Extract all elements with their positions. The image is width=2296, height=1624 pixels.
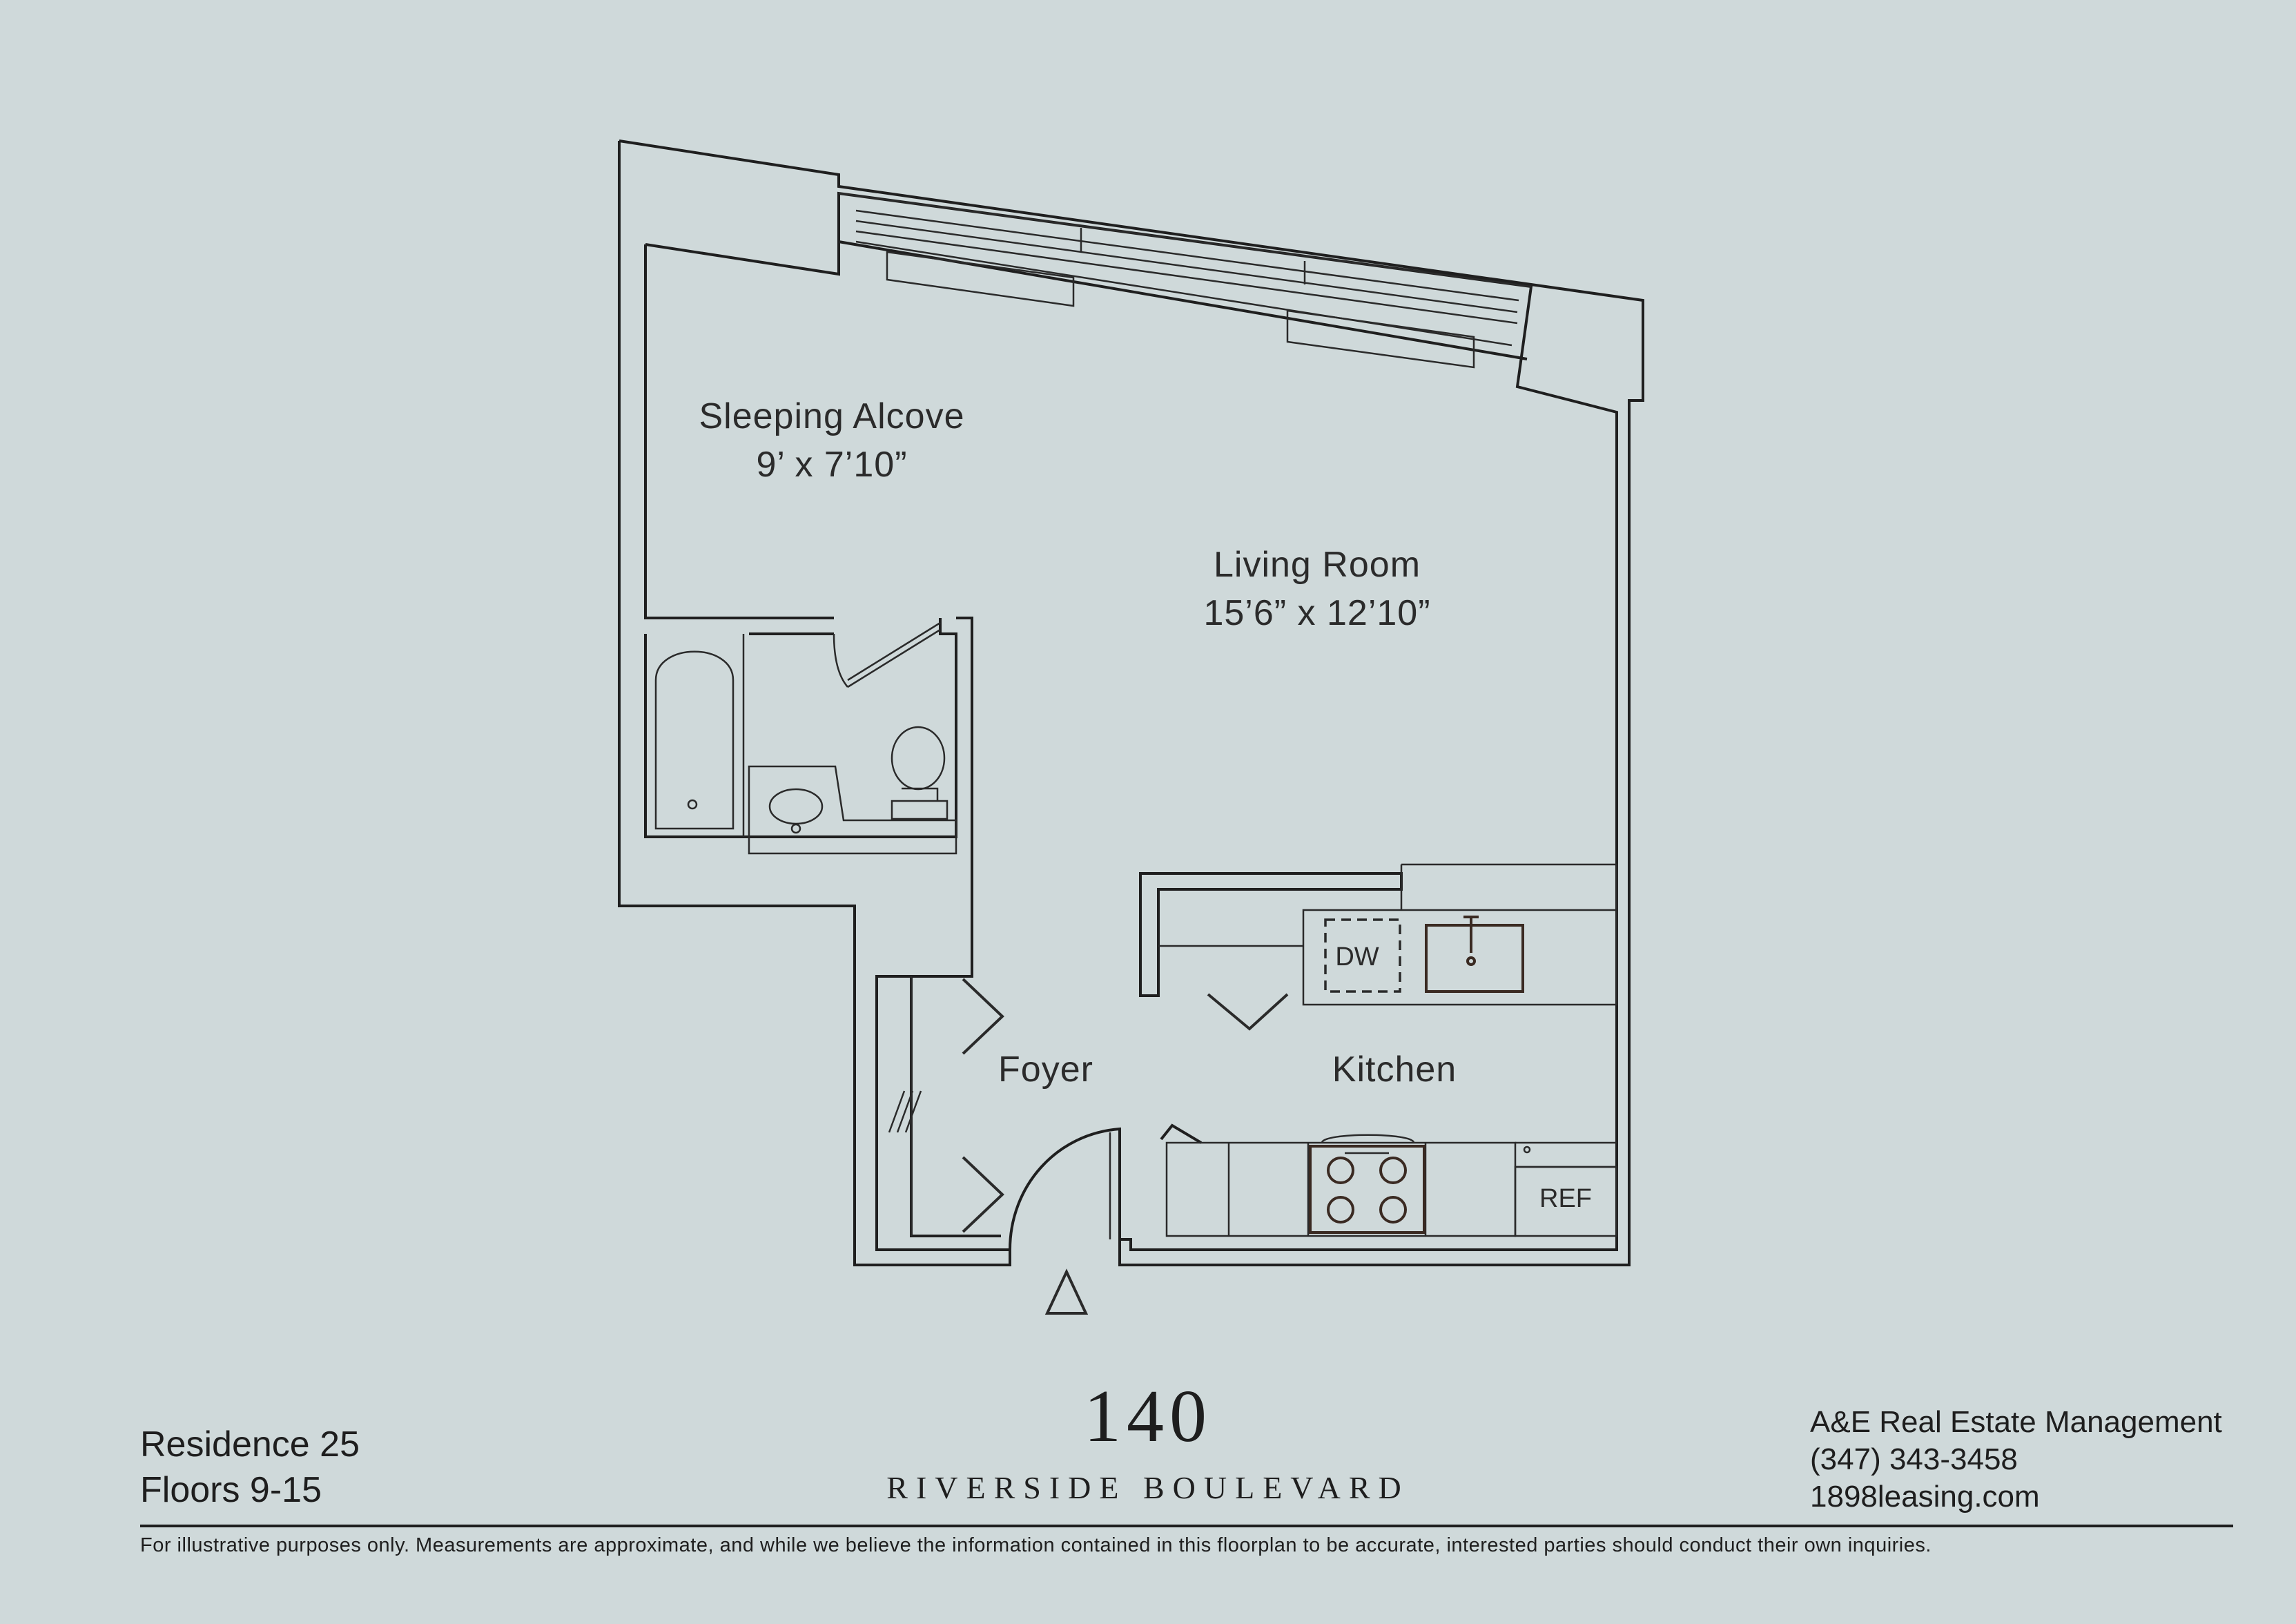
living-room-dims: 15’6” x 12’10” <box>1203 593 1430 633</box>
refrigerator-label: REF <box>1539 1184 1592 1213</box>
bathtub-icon <box>654 650 734 830</box>
refrigerator <box>1514 1166 1618 1237</box>
kitchen-sink-icon <box>1425 924 1524 993</box>
foyer-label: Foyer <box>998 1050 1093 1090</box>
residence-name: Residence 25 <box>140 1424 360 1464</box>
vanity-icon <box>748 765 957 855</box>
sleeping-alcove-dims: 9’ x 7’10” <box>756 445 907 485</box>
footer-divider <box>140 1525 2233 1527</box>
exterior-wall <box>618 139 1644 1266</box>
entry-arrow-icon <box>1044 1268 1089 1315</box>
living-room-label: Living Room <box>1214 545 1421 585</box>
agent-company: A&E Real Estate Management <box>1810 1405 2222 1439</box>
agent-phone: (347) 343-3458 <box>1810 1442 2018 1476</box>
sink-icon <box>768 788 824 825</box>
stove-icon <box>1309 1145 1426 1234</box>
foyer-closet <box>878 975 1004 1237</box>
toilet-icon <box>891 726 946 791</box>
building-street: RIVERSIDE BOULEVARD <box>886 1470 1410 1505</box>
agent-website[interactable]: 1898leasing.com <box>1810 1480 2040 1514</box>
kitchen-counters <box>1139 863 1618 1237</box>
window-wall <box>838 192 1532 369</box>
entry-door <box>1009 1127 1121 1250</box>
kitchen-label: Kitchen <box>1332 1050 1457 1090</box>
residence-floors: Floors 9-15 <box>140 1470 322 1510</box>
bathroom <box>644 618 957 855</box>
alcove-inner-wall <box>644 242 840 619</box>
disclaimer-text: For illustrative purposes only. Measurem… <box>140 1534 1932 1556</box>
building-number: 140 <box>1084 1375 1212 1458</box>
sleeping-alcove-label: Sleeping Alcove <box>699 396 964 436</box>
dishwasher <box>1324 918 1401 993</box>
dishwasher-label: DW <box>1335 942 1379 972</box>
